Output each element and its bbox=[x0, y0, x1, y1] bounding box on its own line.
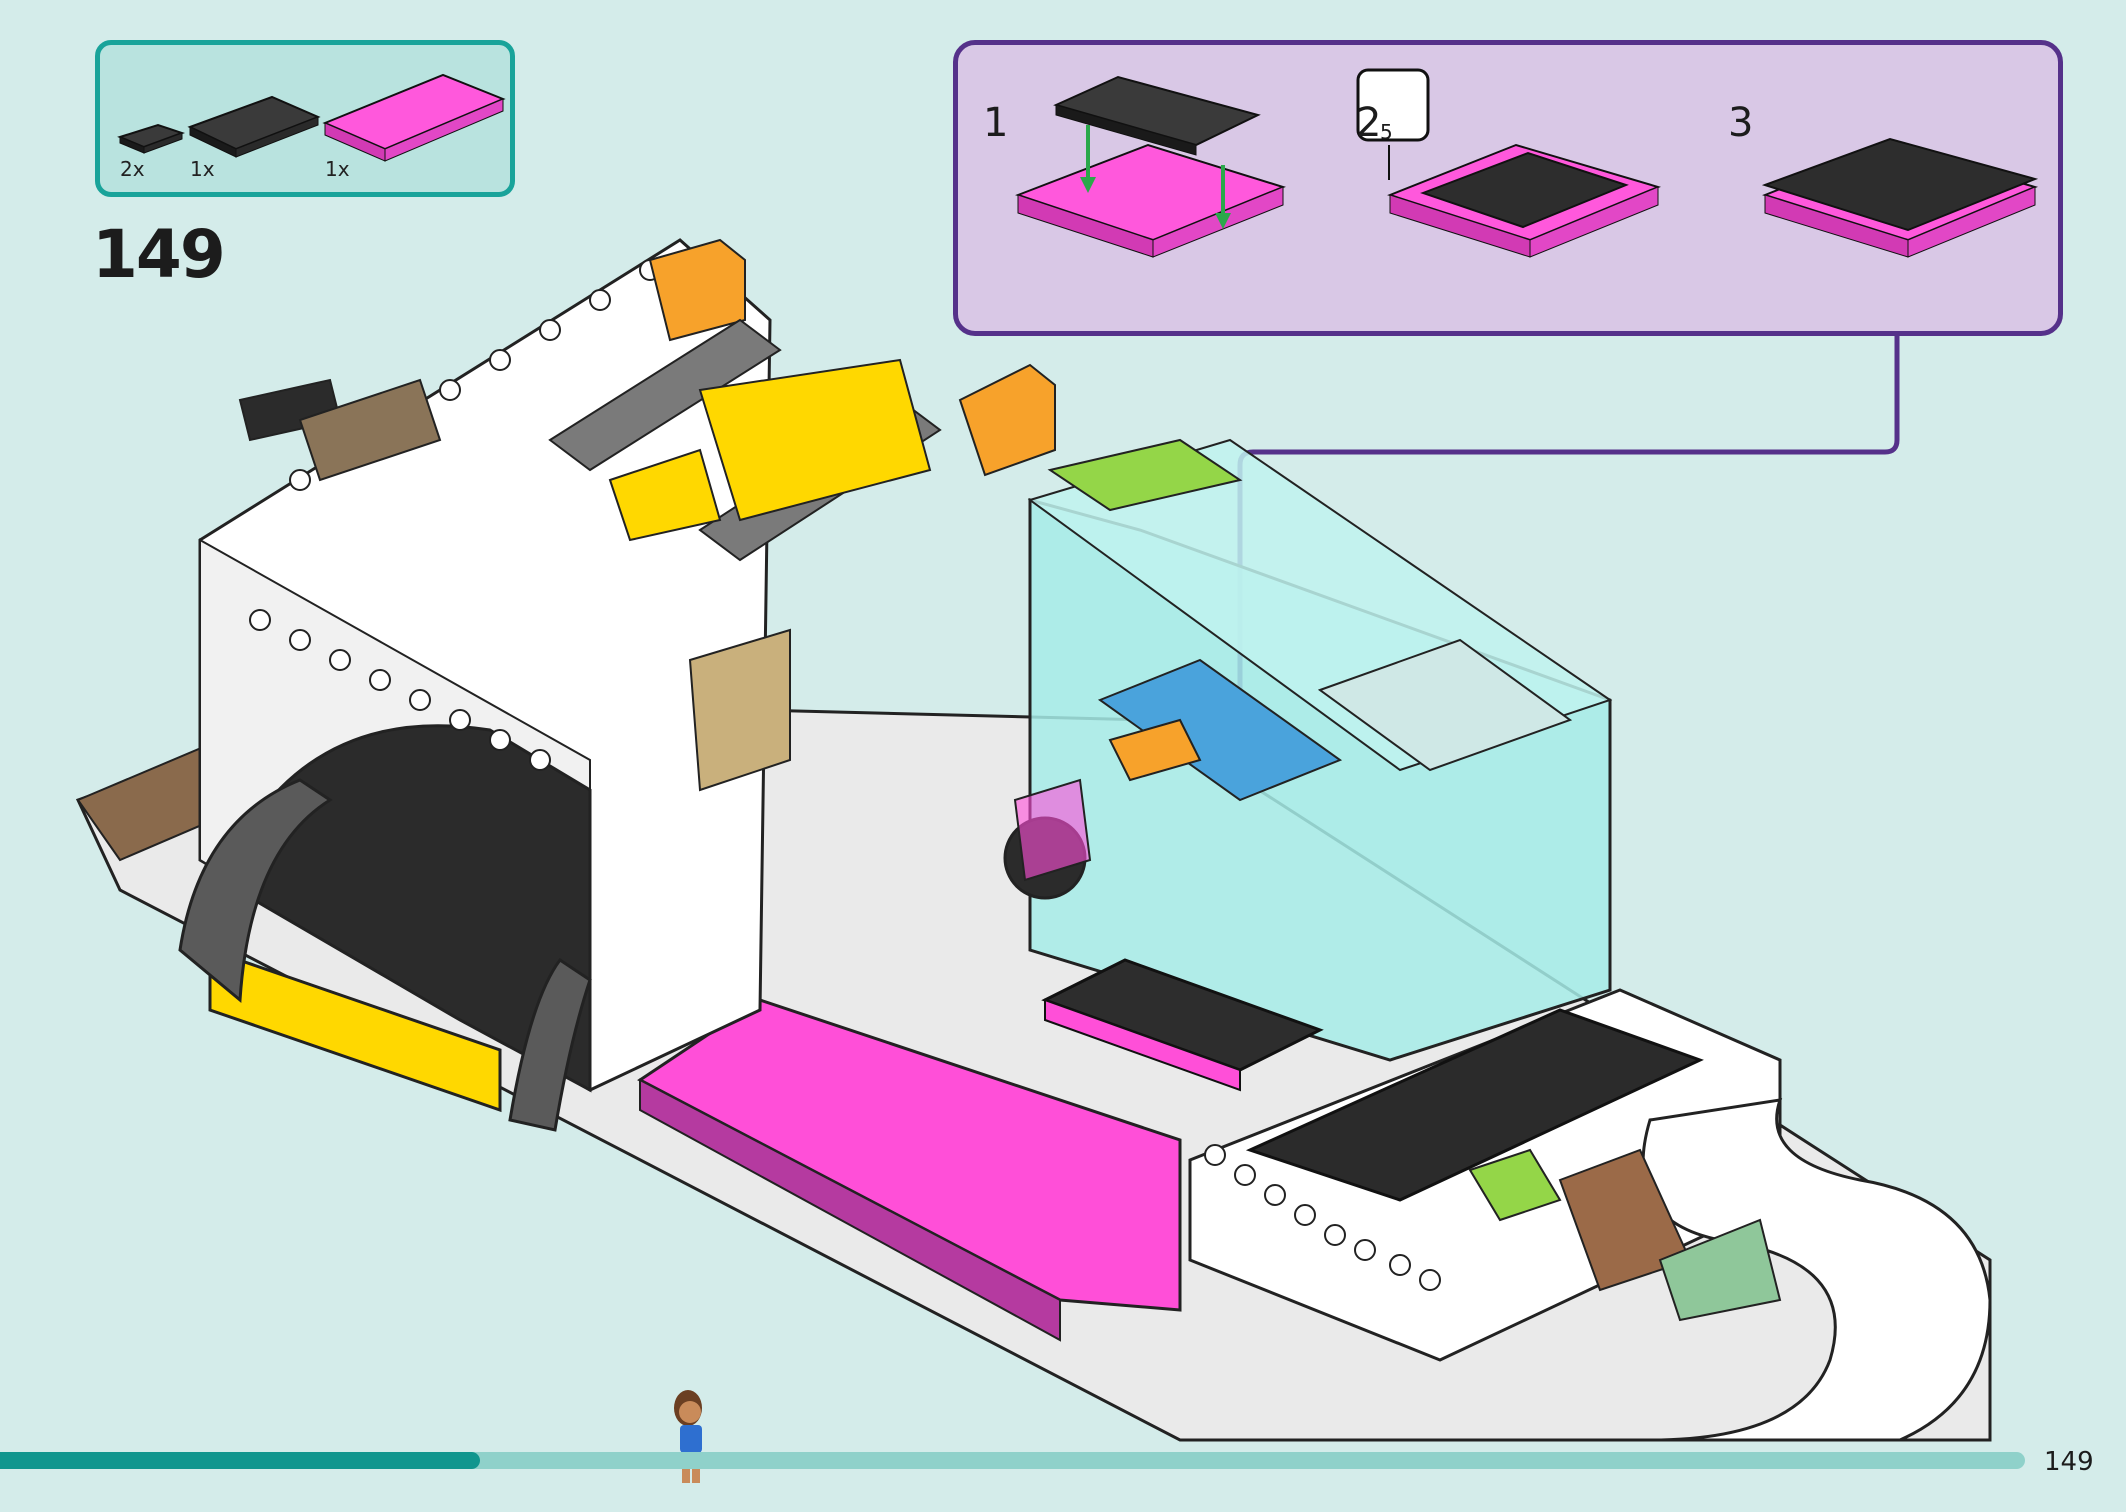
magenta-plate-icon bbox=[322, 73, 506, 162]
brown-bricks-top bbox=[298, 378, 442, 482]
black-tile-small-icon bbox=[117, 123, 186, 154]
black-tiles-row bbox=[1245, 1008, 1704, 1202]
sub-assembly-box: 1 2 3 5 bbox=[953, 40, 2063, 336]
yellow-wall-panel bbox=[698, 358, 932, 522]
arch-opening bbox=[218, 724, 592, 1093]
placed-assembly bbox=[1041, 958, 1324, 1092]
base-plate bbox=[75, 698, 1992, 1442]
record-disc bbox=[1003, 816, 1087, 900]
orange-brick-1 bbox=[648, 238, 746, 342]
sand-green-block bbox=[1658, 1218, 1782, 1322]
right-studs bbox=[1204, 1144, 1441, 1291]
brown-base-left bbox=[76, 738, 262, 862]
yellow-piston bbox=[608, 448, 722, 542]
sub-step-2-art bbox=[1356, 68, 1661, 258]
magenta-floor bbox=[637, 998, 1182, 1312]
sub-step-3-art bbox=[1761, 137, 2039, 258]
sub-step-number-2: 2 bbox=[1356, 100, 1382, 146]
sub-step-number-1: 1 bbox=[983, 100, 1009, 146]
trans-inner-opening bbox=[1317, 638, 1573, 772]
progress-bar-track bbox=[0, 1452, 2025, 1469]
tan-bricks bbox=[688, 628, 791, 792]
part-quantity-1: 2x bbox=[120, 157, 145, 181]
black-telescope bbox=[238, 378, 342, 442]
white-block-right bbox=[1188, 988, 1782, 1362]
grey-beam bbox=[548, 318, 782, 472]
part-quantity-3: 1x bbox=[325, 157, 350, 181]
sub-step-number-3: 3 bbox=[1728, 100, 1754, 146]
minifigure-icon bbox=[674, 1390, 702, 1483]
lime-bricks bbox=[1047, 438, 1243, 512]
grey-fender bbox=[178, 778, 333, 1004]
sub-step-1-art bbox=[1015, 75, 1286, 258]
yellow-bumper bbox=[208, 947, 502, 1113]
orange-brick-2 bbox=[958, 363, 1056, 477]
brown-stairs bbox=[1558, 1148, 1692, 1292]
white-wall-left bbox=[198, 238, 772, 1092]
parts-list-art bbox=[117, 73, 506, 162]
sticker-callout-number: 5 bbox=[1380, 120, 1393, 144]
orange-bracket bbox=[1108, 718, 1202, 782]
curved-white-track bbox=[1641, 1098, 1992, 1442]
trans-cyan-room bbox=[1028, 498, 1612, 1062]
sub-assembly-art bbox=[1015, 68, 2039, 258]
step-number: 149 bbox=[92, 216, 226, 293]
page-number: 149 bbox=[2044, 1447, 2094, 1477]
placement-arrow-icon bbox=[1226, 978, 1254, 1002]
part-quantity-2: 1x bbox=[190, 157, 215, 181]
wall-top-studs bbox=[249, 259, 661, 771]
parts-list-box: 2x 1x 1x bbox=[95, 40, 515, 197]
blue-floor bbox=[1097, 658, 1343, 802]
black-tile-large-icon bbox=[187, 95, 321, 158]
magenta-stand bbox=[1013, 778, 1092, 882]
placement-connector-line bbox=[1237, 336, 1900, 985]
grey-beam-2 bbox=[698, 398, 942, 562]
lime-slope bbox=[1468, 1148, 1562, 1222]
progress-bar-fill bbox=[0, 1452, 480, 1469]
